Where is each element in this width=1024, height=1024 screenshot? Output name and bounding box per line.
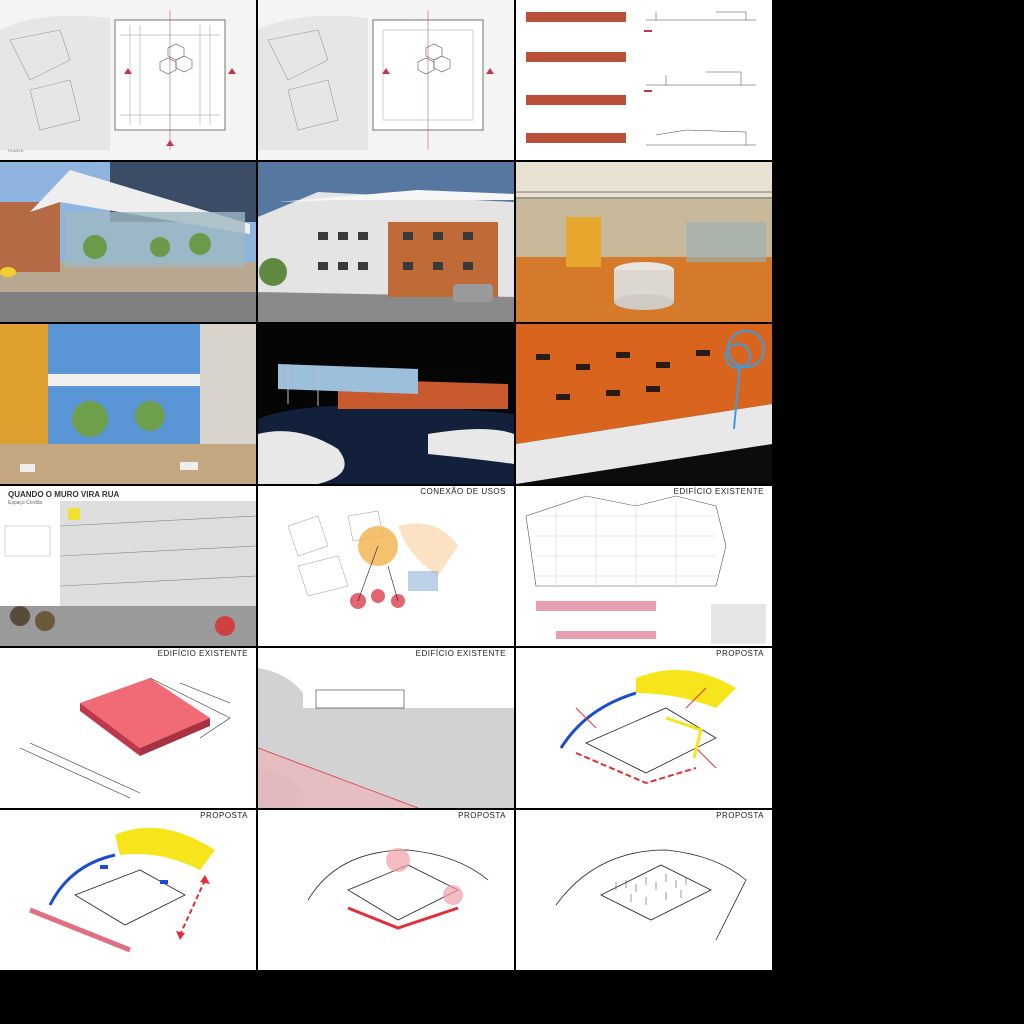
physical-model-aerial (258, 324, 514, 484)
poster-subtitle: Espaço Cordão (8, 500, 43, 506)
site-plan-ground-floor: PLANTA (0, 0, 256, 160)
panel-header: CONEXÃO DE USOS (420, 487, 506, 496)
sections-elevations-sheet (516, 0, 772, 160)
render-exterior-facade (258, 162, 514, 322)
proposal-diagram-access: PROPOSTA (0, 810, 256, 970)
panel-header: PROPOSTA (458, 811, 506, 820)
render-exterior-canopy (0, 162, 256, 322)
panel-header: EDIFÍCIO EXISTENTE (157, 649, 248, 658)
physical-model-wall-detail (516, 324, 772, 484)
poster-title: QUANDO O MURO VIRA RUA (8, 490, 120, 499)
diagram-connection-of-uses: CONEXÃO DE USOS (258, 486, 514, 646)
existing-building-axonometric: EDIFÍCIO EXISTENTE (0, 648, 256, 808)
proposal-diagram-flows: PROPOSTA (516, 648, 772, 808)
panel-header: PROPOSTA (716, 649, 764, 658)
proposal-diagram-hotspots: PROPOSTA (258, 810, 514, 970)
image-grid: PLANTA (0, 0, 774, 972)
panel-header: EDIFÍCIO EXISTENTE (415, 649, 506, 658)
existing-building-section-sketch: EDIFÍCIO EXISTENTE (258, 648, 514, 808)
poster-quando-o-muro-vira-rua: QUANDO O MURO VIRA RUA Espaço Cordão (0, 486, 256, 646)
panel-header: PROPOSTA (200, 811, 248, 820)
panel-header: EDIFÍCIO EXISTENTE (673, 487, 764, 496)
proposal-diagram-structure: PROPOSTA (516, 810, 772, 970)
panel-header: PROPOSTA (716, 811, 764, 820)
render-interior-atrium (516, 162, 772, 322)
existing-building-site-plan: EDIFÍCIO EXISTENTE (516, 486, 772, 646)
svg-text:PLANTA: PLANTA (8, 148, 24, 153)
render-courtyard (0, 324, 256, 484)
site-plan-upper-floor (258, 0, 514, 160)
